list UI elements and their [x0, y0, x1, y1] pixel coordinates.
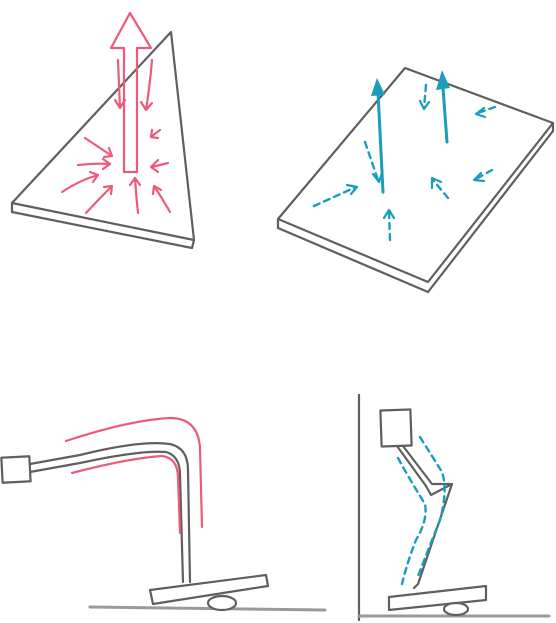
pink-follow-line-outer — [64, 416, 204, 529]
bent-arm-lower-line — [28, 450, 185, 584]
teal-dash-arrow-5-head — [345, 183, 359, 196]
pink-arrow-3 — [83, 136, 114, 159]
zigzag-head — [379, 408, 413, 448]
teal-dash-arrow-1 — [422, 83, 428, 110]
teal-dash-arrow-2 — [363, 140, 380, 182]
teal-follow-line-right — [416, 435, 446, 578]
teal-dash-arrow-4 — [474, 168, 494, 181]
teal-dash-arrow-1-head — [418, 99, 431, 111]
rectangle-plate-right-edge — [426, 129, 555, 294]
zigzag-arm-line — [395, 444, 454, 590]
teal-dash-arrow-3 — [476, 105, 497, 115]
rectangle-plate-front-edge — [276, 226, 430, 294]
rectangle-plate-panel — [276, 66, 555, 294]
pink-arrow-10 — [151, 184, 172, 214]
teal-dashed-arrows — [312, 83, 497, 242]
teal-up-arrow-2-head — [436, 70, 450, 90]
teal-dash-arrow-7 — [387, 210, 392, 242]
bent-arm-ball — [206, 594, 238, 612]
teal-dash-arrow-6 — [431, 178, 450, 200]
teal-up-arrow-1-head — [371, 78, 385, 96]
pink-arrow-1 — [113, 58, 127, 110]
teal-dash-arrow-6-head — [430, 176, 443, 190]
triangle-plate-corner — [190, 238, 196, 250]
bent-arm-lamp-panel — [0, 416, 327, 612]
teal-dash-arrow-3-head — [474, 106, 487, 119]
zigzag-arm-lamp-panel — [357, 393, 551, 622]
bent-arm-floor — [88, 605, 327, 612]
teal-dash-arrow-2-head — [371, 171, 384, 184]
teal-dash-arrow-7-head — [382, 208, 396, 220]
zigzag-arm-line-2 — [401, 444, 452, 486]
triangle-plate-panel — [10, 11, 196, 250]
teal-dash-arrow-5 — [312, 185, 358, 208]
pink-arrow-6 — [149, 158, 170, 174]
pink-hollow-up-arrow — [109, 11, 153, 174]
teal-dash-arrow-4-head — [472, 171, 486, 183]
pink-arrow-7 — [60, 170, 100, 194]
pink-arrow-4 — [149, 128, 162, 140]
pink-arrow-2 — [139, 58, 154, 112]
zigzag-ball — [442, 601, 470, 617]
teal-follow-line-left — [396, 456, 427, 586]
zigzag-base — [387, 584, 488, 612]
teal-up-arrow-2-shaft — [441, 86, 449, 144]
pink-arrow-9 — [128, 176, 142, 215]
pink-arrow-5 — [76, 157, 112, 171]
triangle-plate-top — [10, 30, 196, 242]
pink-follow-line-inner — [70, 454, 182, 535]
rectangle-plate-top — [276, 66, 555, 284]
triangle-plate-edge — [10, 210, 194, 250]
bent-arm-head — [0, 455, 32, 484]
bent-arm-base — [148, 573, 270, 606]
pink-arrow-8 — [84, 184, 114, 215]
bent-arm-upper-line — [28, 442, 192, 584]
pink-converging-arrows — [60, 58, 172, 215]
